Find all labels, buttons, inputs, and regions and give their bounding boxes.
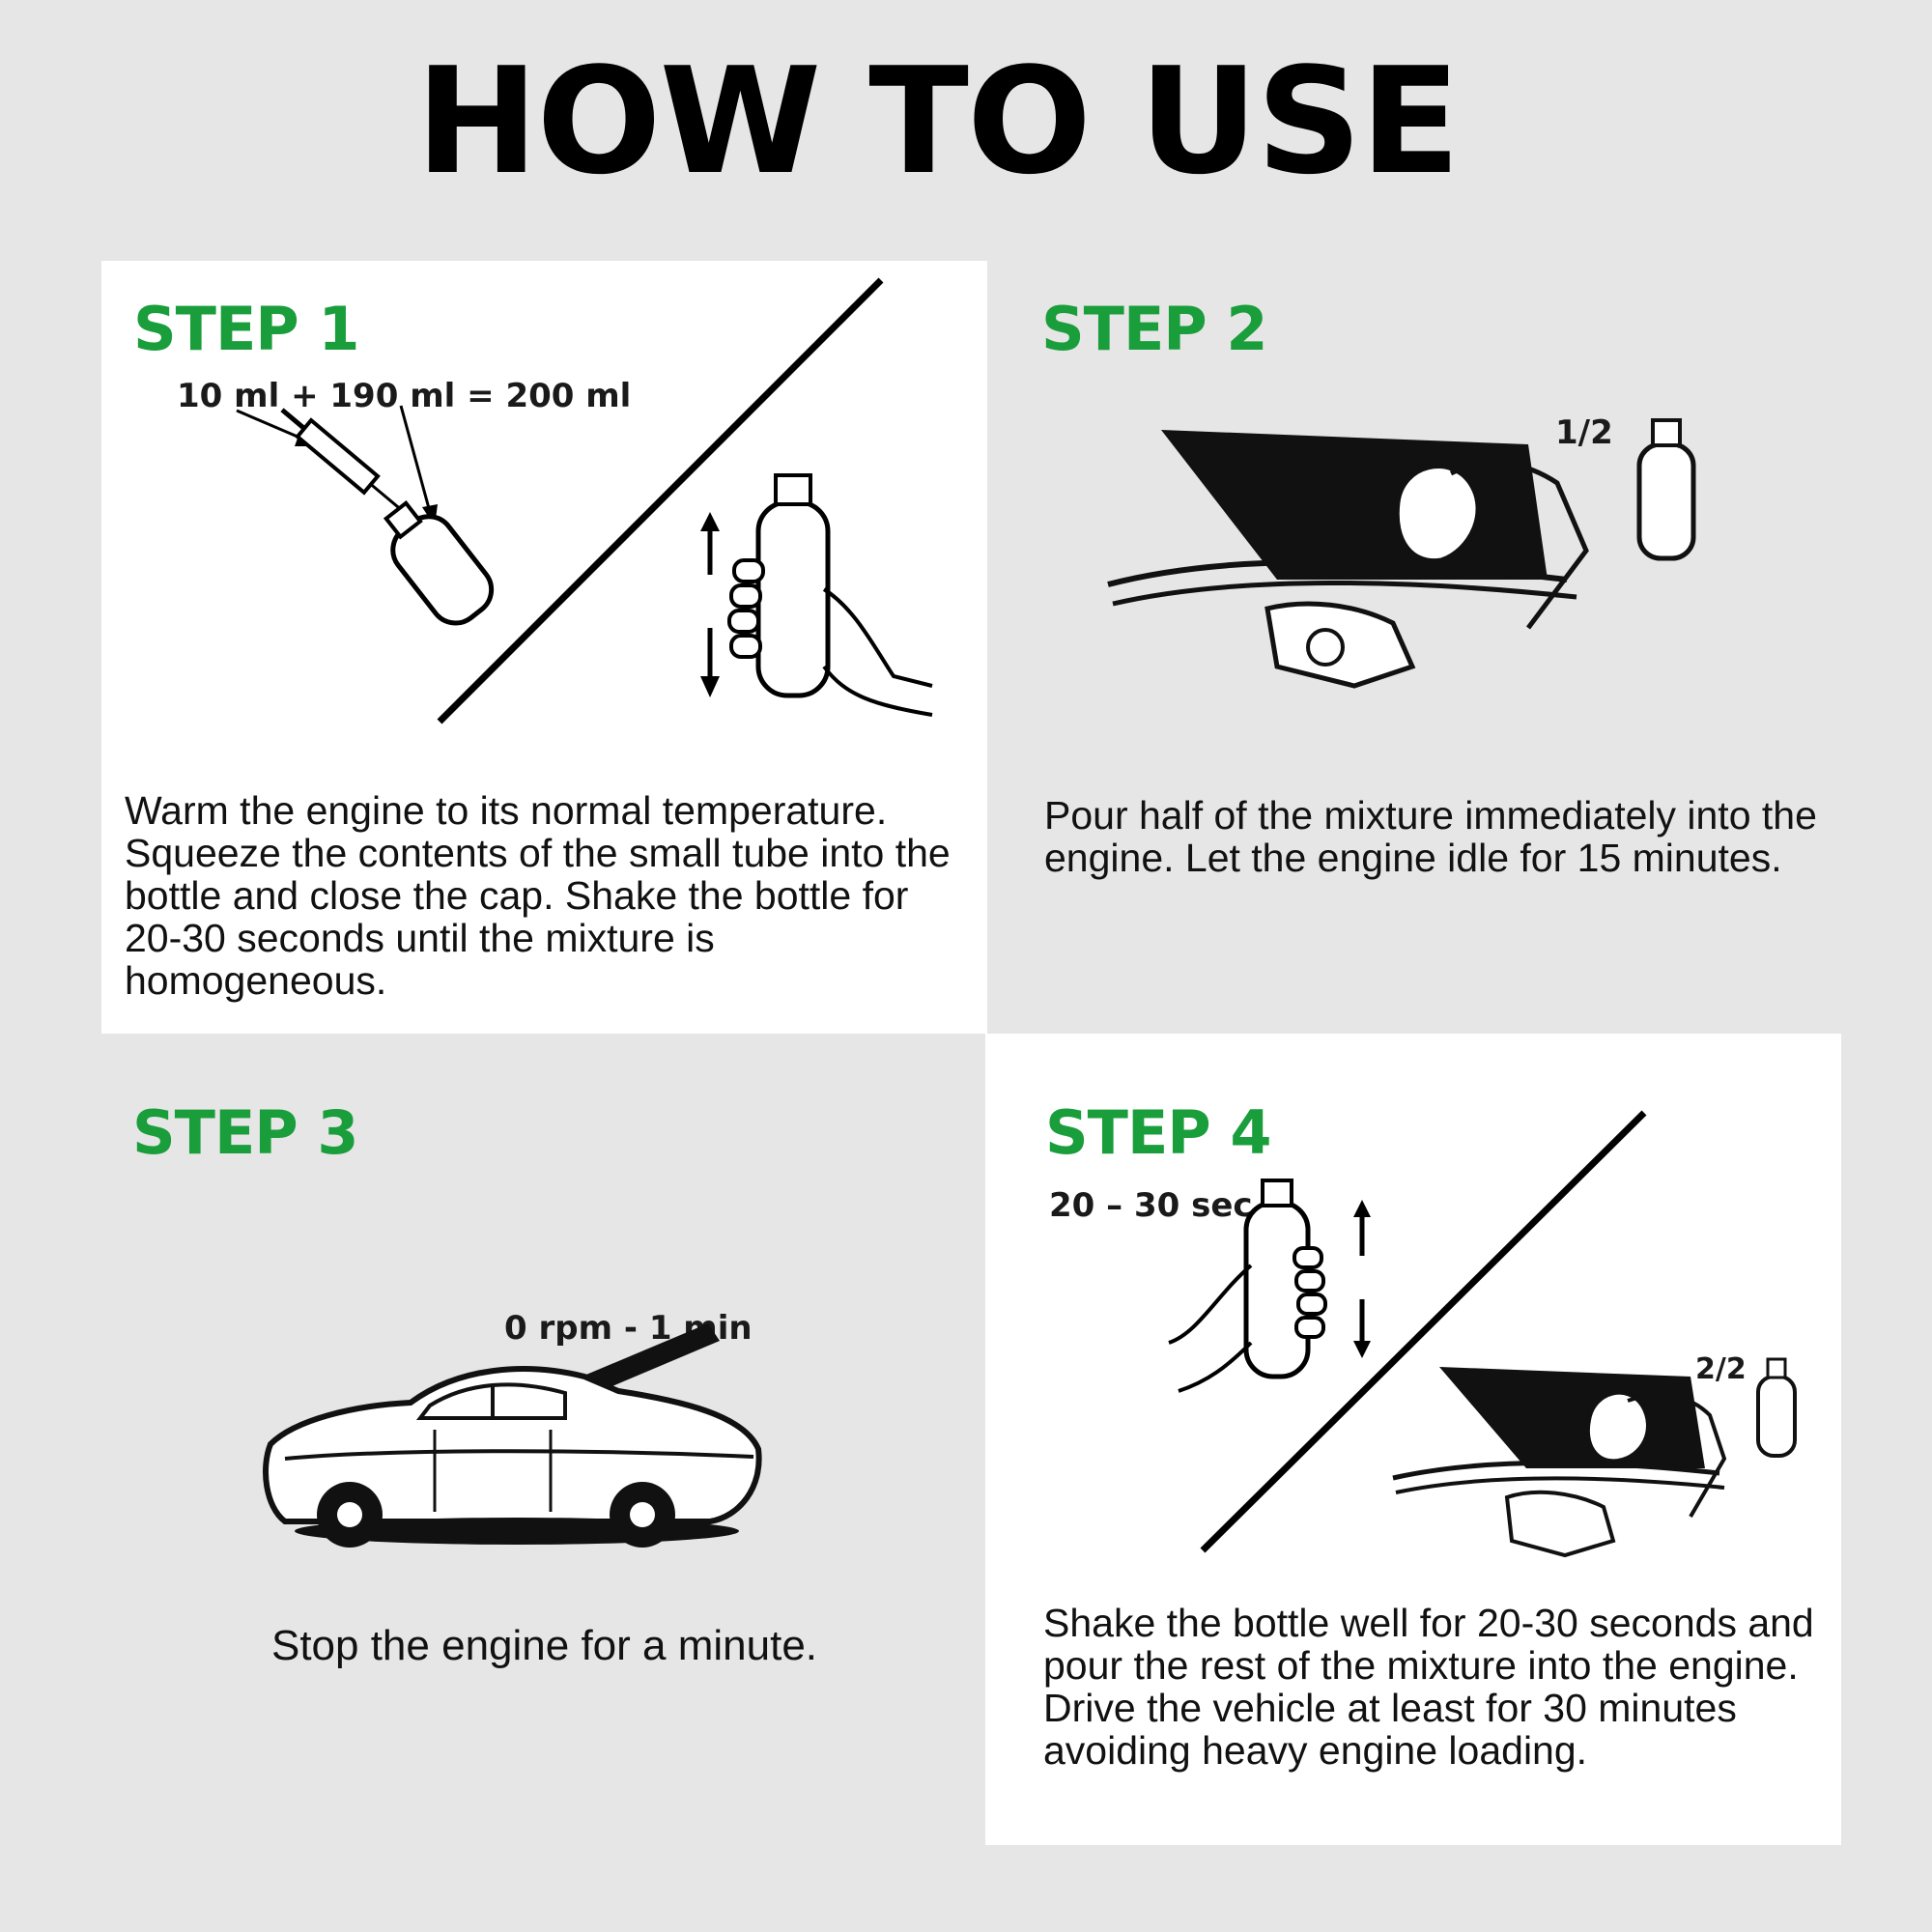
page-title: HOW TO USE [415,36,1461,207]
step-2-description: Pour half of the mixture immediately int… [1044,793,1817,880]
step-2-heading: STEP 2 [1041,294,1267,364]
shaking-hand-illustration [700,473,933,717]
step-1-panel: STEP 1 10 ml + 190 ml = 200 ml [101,261,987,1034]
step-2-fraction-label: 1/2 [1555,413,1613,452]
syringe-and-bottle-illustration [236,405,495,626]
step-4-panel: STEP 4 20 – 30 sec 2/2 Shake the bottle … [985,1034,1841,1845]
step-1-heading: STEP 1 [133,294,359,364]
step-4-time-label: 20 – 30 sec [1049,1186,1253,1225]
step-4-description: Shake the bottle well for 20-30 seconds … [1043,1601,1814,1773]
step-1-measurement-label: 10 ml + 190 ml = 200 ml [177,377,632,415]
step-3-panel: STEP 3 0 rpm - 1 min Stop the engine for… [101,1034,987,1845]
diagonal-divider [1200,1110,1647,1553]
engine-bay-pouring-illustration [1107,418,1696,689]
engine-bay-pouring-illustration [1392,1357,1797,1558]
car-with-open-hood-illustration [263,1323,762,1548]
step-4-fraction-label: 2/2 [1695,1352,1747,1386]
shaking-hand-illustration [1168,1179,1371,1393]
diagonal-divider [437,277,884,724]
step-4-heading: STEP 4 [1045,1097,1271,1168]
step-3-heading: STEP 3 [132,1097,358,1168]
step-3-description: Stop the engine for a minute. [270,1622,818,1669]
step-1-description: Warm the engine to its normal temperatur… [125,788,951,1003]
step-2-panel: STEP 2 1/2 Pour half of the mixture imme… [987,261,1841,1034]
